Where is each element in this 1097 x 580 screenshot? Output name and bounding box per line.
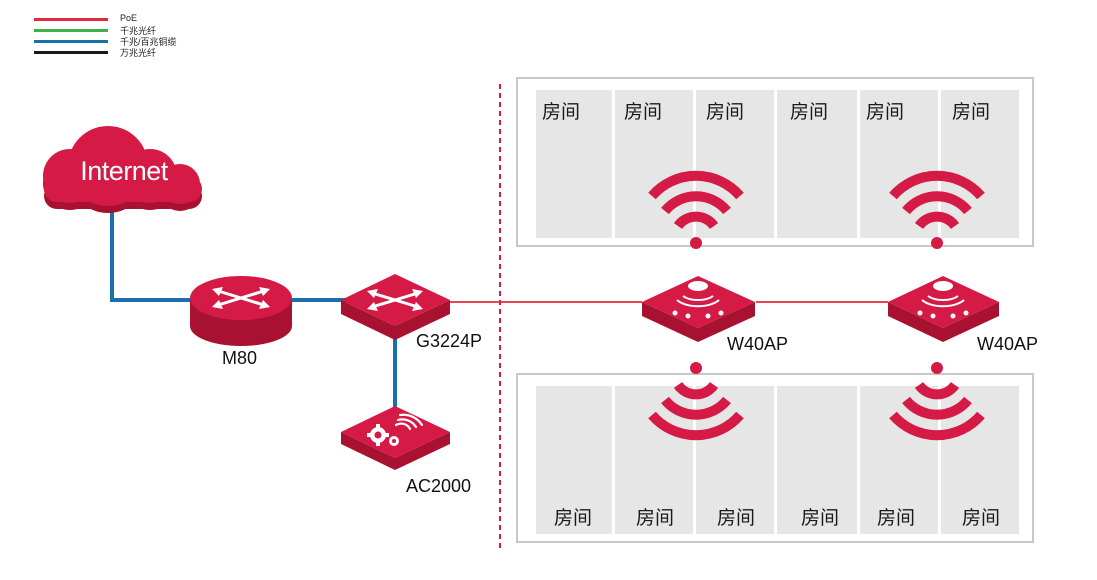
room-label: 房间 <box>624 102 663 123</box>
room <box>696 90 774 238</box>
room-label: 房间 <box>962 508 1001 529</box>
room-label: 房间 <box>801 508 840 529</box>
legend-swatch <box>34 40 108 43</box>
room-label: 房间 <box>952 102 991 123</box>
room <box>941 90 1019 238</box>
room <box>536 90 612 238</box>
wifi-signal-icon <box>889 170 985 249</box>
access-point-icon-right <box>888 276 999 342</box>
controller-icon <box>341 406 450 470</box>
internet-cloud-icon <box>43 126 202 213</box>
room-label: 房间 <box>636 508 675 529</box>
room <box>615 90 693 238</box>
router-icon <box>190 276 292 346</box>
switch-icon <box>341 274 450 340</box>
ap-right-label: W40AP <box>977 334 1039 354</box>
legend-label: 千兆/百兆铜缆 <box>120 37 177 47</box>
room-label: 房间 <box>706 102 745 123</box>
wifi-signal-icon <box>648 362 744 441</box>
legend-swatch <box>34 18 108 21</box>
legend-label: 千兆光纤 <box>120 26 157 36</box>
building-bottom <box>516 373 1034 543</box>
internet-label: Internet <box>80 156 169 186</box>
wifi-signal-icon <box>648 170 744 249</box>
router-label: M80 <box>222 348 258 368</box>
legend-label: PoE <box>120 13 138 23</box>
room <box>536 386 612 534</box>
access-point-icon-left <box>642 276 755 342</box>
room <box>777 90 857 238</box>
room <box>860 90 938 238</box>
ap-left-label: W40AP <box>727 334 789 354</box>
room <box>777 386 857 534</box>
wifi-signal-icon <box>889 362 985 441</box>
switch-label: G3224P <box>416 331 483 351</box>
legend-swatch <box>34 29 108 32</box>
controller-label: AC2000 <box>406 476 472 496</box>
legend-label: 万兆光纤 <box>120 48 157 58</box>
room-label: 房间 <box>554 508 593 529</box>
room-label: 房间 <box>717 508 756 529</box>
room-label: 房间 <box>790 102 829 123</box>
room-label: 房间 <box>542 102 581 123</box>
room-label: 房间 <box>877 508 916 529</box>
room-label: 房间 <box>866 102 905 123</box>
legend-swatch <box>34 51 108 54</box>
link-internet-router <box>110 208 196 302</box>
